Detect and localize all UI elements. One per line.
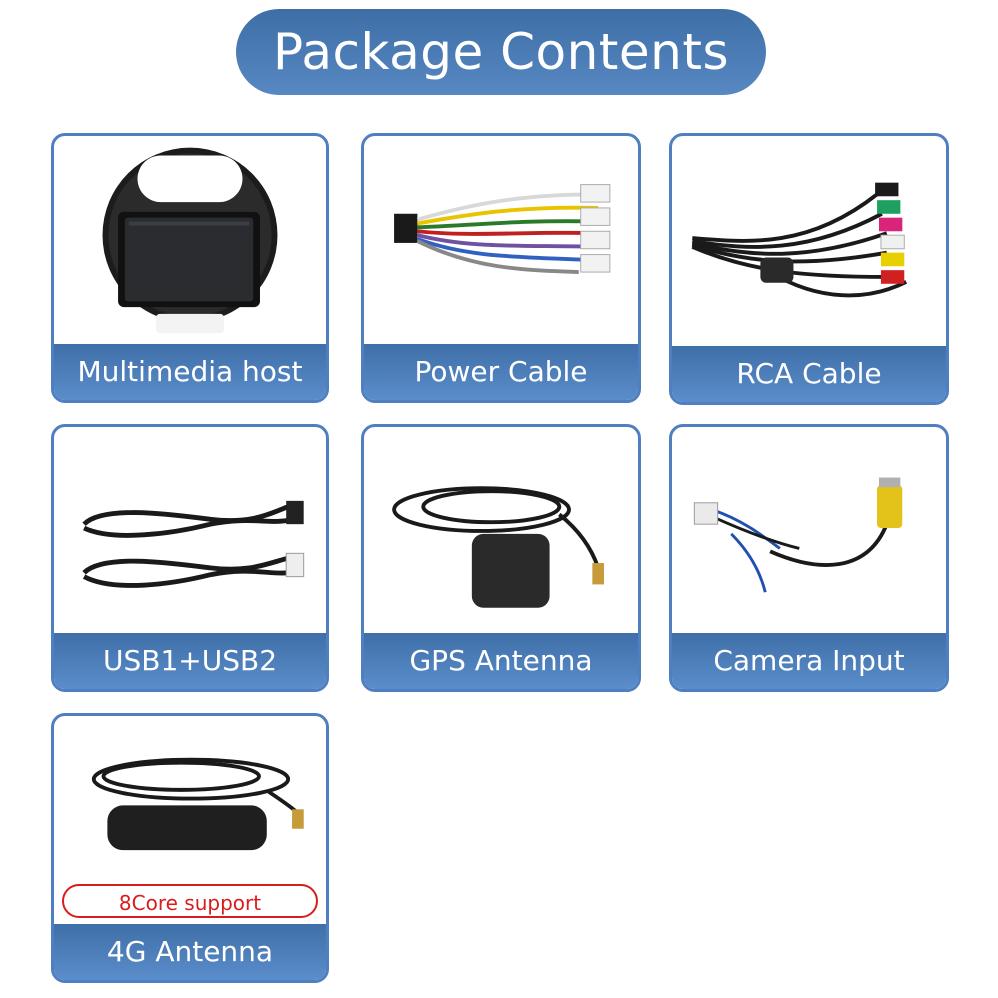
item-label: Power Cable — [364, 344, 638, 400]
item-card-multimedia-host: Multimedia host — [51, 133, 329, 403]
4g-antenna-icon — [54, 716, 326, 924]
item-label: 4G Antenna — [54, 924, 326, 980]
item-label: RCA Cable — [672, 346, 946, 402]
item-card-gps-antenna: GPS Antenna — [361, 424, 641, 692]
item-card-rca-cable: RCA Cable — [669, 133, 949, 405]
usb-cable-icon — [54, 427, 326, 633]
gps-antenna-icon — [364, 427, 638, 633]
feature-badge: 8Core support — [62, 884, 318, 918]
power-cable-icon — [364, 136, 638, 344]
camera-input-cable-icon — [672, 427, 946, 633]
item-card-camera-input: Camera Input — [669, 424, 949, 692]
item-card-4g-antenna: 8Core support 4G Antenna — [51, 713, 329, 983]
item-label: GPS Antenna — [364, 633, 638, 689]
item-card-usb: USB1+USB2 — [51, 424, 329, 692]
item-label: Multimedia host — [54, 344, 326, 400]
item-label: USB1+USB2 — [54, 633, 326, 689]
rca-cable-icon — [672, 136, 946, 346]
item-label: Camera Input — [672, 633, 946, 689]
page-title: Package Contents — [236, 9, 766, 95]
item-card-power-cable: Power Cable — [361, 133, 641, 403]
head-unit-icon — [54, 136, 326, 344]
